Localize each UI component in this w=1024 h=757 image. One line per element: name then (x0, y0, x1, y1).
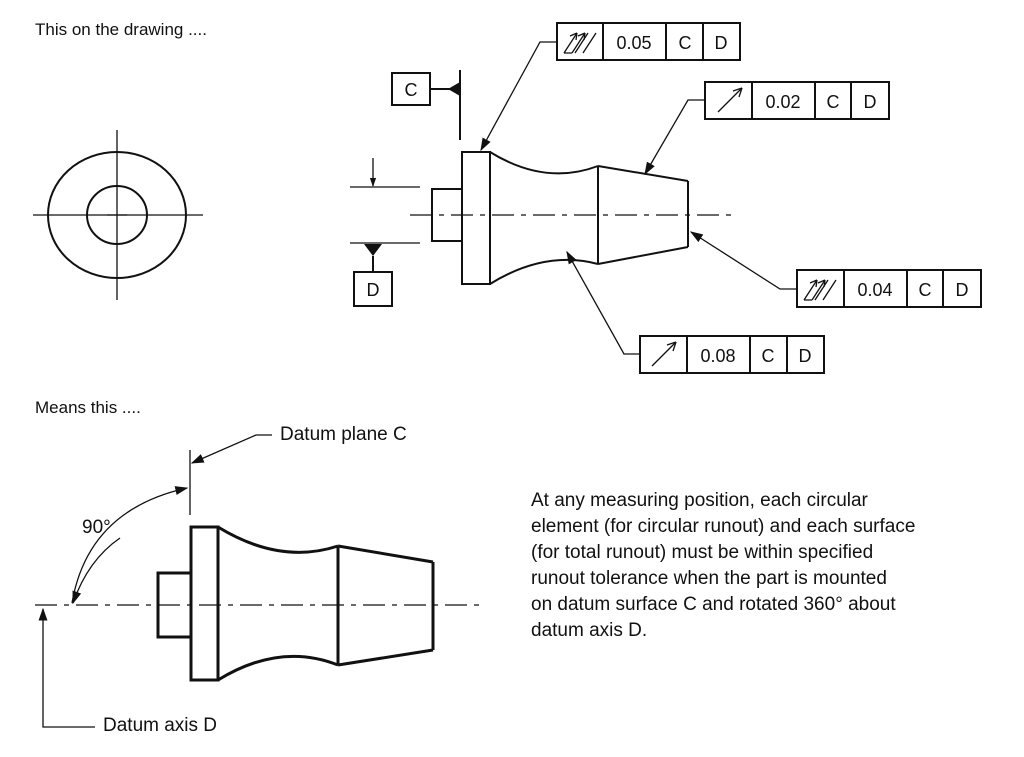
side-view-part (410, 151, 735, 285)
datum-axis-d-label: Datum axis D (103, 715, 218, 736)
frame-3-tolerance: 0.04 (857, 280, 892, 300)
angle-callout (71, 486, 189, 605)
feature-control-frame-2: 0.02 C D (704, 81, 890, 120)
taper-top-edge (597, 165, 689, 182)
frame-4-datum-c: C (762, 346, 775, 366)
explanation-line: element (for circular runout) and each s… (531, 516, 916, 537)
leader-frame-1 (480, 41, 557, 152)
neck-bottom-curve (489, 258, 599, 285)
datum-plane-c-label: Datum plane C (280, 424, 407, 445)
total-runout-icon (563, 32, 597, 54)
frame-4-tolerance: 0.08 (700, 346, 735, 366)
datum-d-box (353, 271, 393, 307)
meaning-heading: Means this .... (35, 398, 141, 417)
explanation-line: datum axis D. (531, 620, 648, 641)
leader-frame-4 (566, 250, 640, 355)
frame-2-datum-c: C (827, 92, 840, 112)
datum-c-letter: C (405, 80, 418, 100)
frame-2-tolerance: 0.02 (765, 92, 800, 112)
circular-runout-icon (717, 87, 743, 113)
drawing-heading: This on the drawing .... (35, 20, 207, 39)
frame-3-datum-d: D (956, 280, 969, 300)
leader-frame-3 (689, 231, 797, 290)
explanation-line: on datum surface C and rotated 360° abou… (531, 594, 896, 615)
explanation-line: At any measuring position, each circular (531, 490, 868, 511)
frame-3-datum-c: C (919, 280, 932, 300)
frame-1-tolerance: 0.05 (616, 33, 651, 53)
datum-d-feature: D (350, 158, 420, 307)
angle-arc-end (71, 486, 189, 604)
datum-c-triangle (448, 82, 460, 96)
angle-arc-start (72, 537, 121, 605)
flange (461, 151, 491, 285)
frame-1-datum-c: C (679, 33, 692, 53)
leader-frame-2 (644, 99, 705, 176)
datum-plane-c-callout (189, 434, 272, 515)
meaning-view-part (35, 525, 485, 682)
flange-2 (189, 525, 220, 682)
datum-d-triangle (364, 244, 382, 256)
datum-c-feature: C (391, 70, 461, 140)
datum-axis-d-callout (38, 607, 95, 728)
neck-top-curve (489, 151, 599, 175)
angle-label: 90° (82, 517, 111, 538)
end-view (33, 130, 203, 300)
frame-1-datum-d: D (715, 33, 728, 53)
datum-c-box (391, 72, 431, 106)
frame-2-datum-d: D (864, 92, 877, 112)
feature-control-frame-3: 0.04 C D (796, 269, 982, 308)
total-runout-icon (803, 279, 837, 301)
circular-runout-icon (651, 341, 677, 367)
feature-control-frame-1: 0.05 C D (556, 22, 741, 61)
feature-control-frame-4: 0.08 C D (639, 335, 825, 374)
explanation-text: At any measuring position, each circular… (531, 488, 1001, 644)
explanation-line: (for total runout) must be within specif… (531, 542, 874, 563)
leader-lines (480, 41, 797, 355)
datum-d-letter: D (367, 280, 380, 300)
taper-bottom-edge (597, 246, 689, 265)
frame-4-datum-d: D (799, 346, 812, 366)
explanation-line: runout tolerance when the part is mounte… (531, 568, 887, 589)
